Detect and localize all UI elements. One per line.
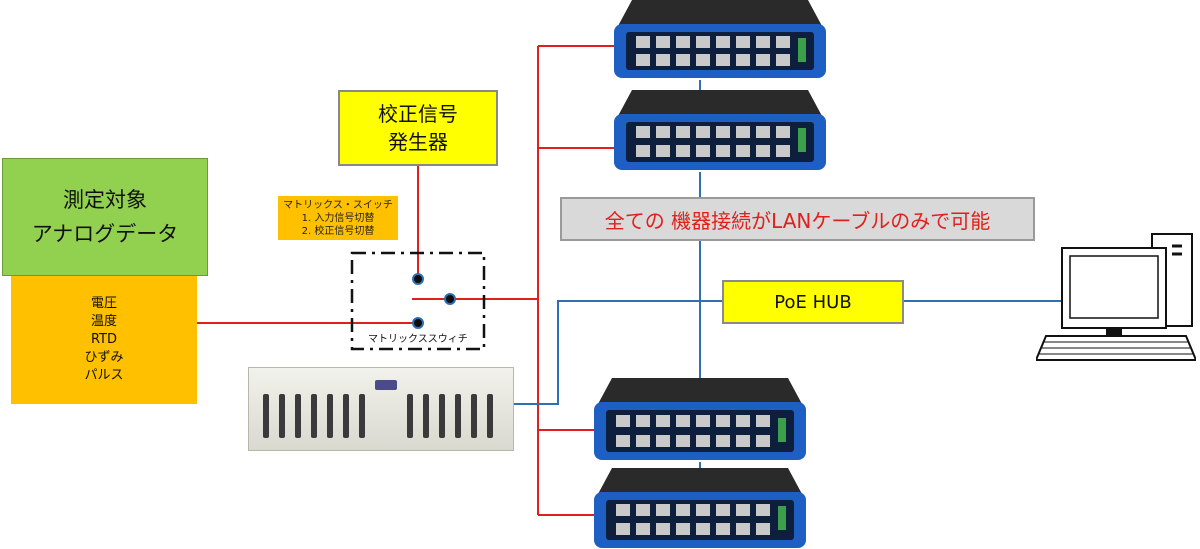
data-logger-rack-icon <box>248 367 514 451</box>
matrix-switch-frame <box>350 251 486 351</box>
rack-connector-icon <box>423 394 429 438</box>
rack-connector-icon <box>327 394 333 438</box>
matrix-note-line: マトリックス・スイッチ <box>283 199 393 211</box>
measurement-item: RTD <box>90 332 118 347</box>
rack-connector-icon <box>471 394 477 438</box>
rack-connector-icon <box>407 394 413 438</box>
calibration-line: 校正信号 <box>378 102 458 126</box>
measurement-target-list: 電圧 温度 RTD ひずみ パルス <box>11 276 197 404</box>
network-switch-icon <box>594 378 806 460</box>
rack-connector-icon <box>295 394 301 438</box>
matrix-switch-label: マトリックススウィチ <box>368 334 468 345</box>
poe-hub: PoE HUB <box>722 280 904 324</box>
measurement-item: 電圧 <box>90 296 117 311</box>
measurement-item: パルス <box>84 368 124 383</box>
network-switch-icon <box>614 0 826 78</box>
matrix-node-output <box>444 293 456 305</box>
measurement-target-title-line: 測定対象 <box>63 188 147 212</box>
rack-connector-icon <box>279 394 285 438</box>
rack-connector-icon <box>439 394 445 438</box>
rack-connector-icon <box>487 394 493 438</box>
rack-connector-icon <box>359 394 365 438</box>
matrix-switch-note: マトリックス・スイッチ 1. 入力信号切替 2. 校正信号切替 <box>278 196 398 240</box>
matrix-note-line: 1. 入力信号切替 <box>301 212 375 224</box>
measurement-item: 温度 <box>90 314 117 329</box>
rack-connector-icon <box>343 394 349 438</box>
matrix-note-line: 2. 校正信号切替 <box>301 225 375 237</box>
network-switch-icon <box>614 90 826 170</box>
lan-banner: 全ての 機器接続がLANケーブルのみで可能 <box>560 197 1035 241</box>
rack-connector-icon <box>263 394 269 438</box>
calibration-line: 発生器 <box>388 130 448 154</box>
lan-banner-text: 全ての 機器接続がLANケーブルのみで可能 <box>604 208 991 233</box>
calibration-generator: 校正信号 発生器 <box>338 90 498 166</box>
rack-connector-icon <box>311 394 317 438</box>
measurement-target-title-line: アナログデータ <box>31 222 179 246</box>
matrix-node-calibration <box>412 273 424 285</box>
measurement-item: ひずみ <box>84 350 124 365</box>
poe-hub-label: PoE HUB <box>774 291 852 313</box>
rack-connector-icon <box>455 394 461 438</box>
matrix-node-input <box>412 317 424 329</box>
network-switch-icon <box>594 468 806 548</box>
measurement-target-title: 測定対象 アナログデータ <box>2 158 208 276</box>
analog-wires <box>197 45 620 516</box>
desktop-computer-icon <box>1036 233 1196 361</box>
rack-indicator-icon <box>375 380 397 390</box>
